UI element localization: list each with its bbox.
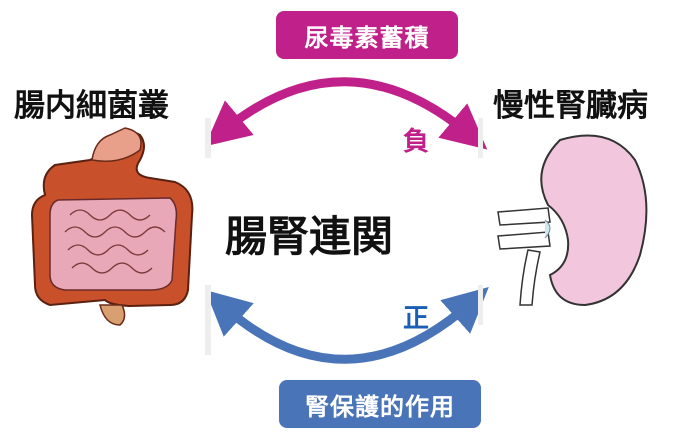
top-double-arrow <box>204 77 488 150</box>
intestine-icon <box>30 127 194 326</box>
renoprotective-pill: 腎保護的作用 <box>279 380 481 428</box>
bottom-double-arrow <box>205 287 489 364</box>
ckd-label: 慢性腎臓病 <box>493 88 648 124</box>
renoprotective-label: 腎保護的作用 <box>305 392 455 421</box>
kidney-icon <box>497 134 648 307</box>
uremic-toxin-pill: 尿毒素蓄積 <box>276 11 458 59</box>
negative-symbol: 負 <box>403 127 430 157</box>
positive-symbol: 正 <box>403 304 430 334</box>
gut-kidney-axis-label: 腸腎連関 <box>225 212 394 261</box>
uremic-toxin-label: 尿毒素蓄積 <box>304 23 430 52</box>
gut-microbiota-label: 腸内細菌叢 <box>14 88 169 124</box>
